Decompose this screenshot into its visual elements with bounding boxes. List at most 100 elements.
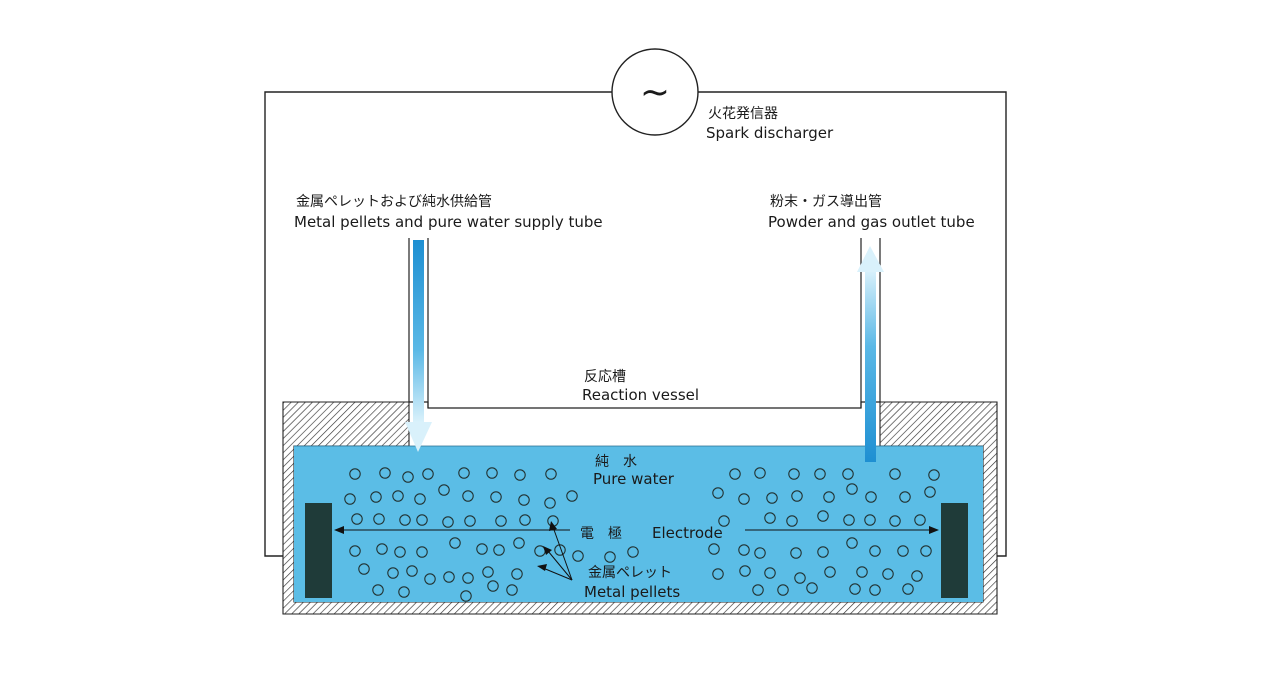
- pellet-26: [712, 487, 724, 499]
- pellet-2: [379, 467, 391, 479]
- pellet-63: [604, 551, 616, 563]
- pellet-12: [814, 468, 826, 480]
- pellet-81: [511, 568, 523, 580]
- pellet-53: [376, 543, 388, 555]
- pellet-79: [462, 572, 474, 584]
- pellet-23: [518, 494, 530, 506]
- pellet-13: [842, 468, 854, 480]
- pellet-11: [788, 468, 800, 480]
- electrode-right: [941, 503, 968, 598]
- pellet-41: [495, 515, 507, 527]
- pellet-77: [424, 573, 436, 585]
- pellet-92: [460, 590, 472, 602]
- pellet-97: [806, 582, 818, 594]
- pellet-55: [416, 546, 428, 558]
- pellet-76: [406, 565, 418, 577]
- pellet-69: [817, 546, 829, 558]
- pellet-30: [823, 491, 835, 503]
- pellet-29: [791, 490, 803, 502]
- pellet-72: [897, 545, 909, 557]
- pellet-40: [464, 515, 476, 527]
- pure-water-label-ja: 純 水: [595, 454, 637, 470]
- pellet-46: [786, 515, 798, 527]
- spark-discharger-label-en: Spark discharger: [706, 124, 834, 142]
- pellet-57: [476, 543, 488, 555]
- reaction-vessel-label-ja: 反応槽: [584, 369, 626, 385]
- pellet-51: [914, 514, 926, 526]
- pellet-42: [519, 514, 531, 526]
- pellet-49: [864, 514, 876, 526]
- outlet-tube-label-en: Powder and gas outlet tube: [768, 213, 975, 231]
- pellet-93: [487, 580, 499, 592]
- pellet-87: [856, 566, 868, 578]
- pellet-14: [889, 468, 901, 480]
- pellet-5: [458, 467, 470, 479]
- pellet-38: [416, 514, 428, 526]
- pure-water-label-en: Pure water: [593, 470, 675, 488]
- supply-tube-label-ja: 金属ペレットおよび純水供給管: [296, 194, 492, 210]
- pellet-47: [817, 510, 829, 522]
- pellet-27: [738, 493, 750, 505]
- pellet-88: [882, 568, 894, 580]
- pellet-82: [712, 568, 724, 580]
- pellet-54: [394, 546, 406, 558]
- pellet-66: [738, 544, 750, 556]
- pellet-58: [493, 544, 505, 556]
- pellet-74: [358, 563, 370, 575]
- pellet-94: [506, 584, 518, 596]
- outlet-flow-arrow: [857, 246, 884, 462]
- pellet-61: [554, 544, 566, 556]
- pellet-35: [351, 513, 363, 525]
- pellet-90: [372, 584, 384, 596]
- pellet-22: [490, 491, 502, 503]
- pellet-78: [443, 571, 455, 583]
- pellet-70: [846, 537, 858, 549]
- pellet-86: [824, 566, 836, 578]
- pellet-91: [398, 586, 410, 598]
- pellet-100: [902, 583, 914, 595]
- electrode-label-ja: 電 極: [580, 526, 622, 542]
- pellet-33: [899, 491, 911, 503]
- pellet-80: [482, 566, 494, 578]
- pellet-62: [572, 550, 584, 562]
- pellet-73: [920, 545, 932, 557]
- outlet-tube-label-ja: 粉末・ガス導出管: [770, 194, 882, 210]
- pellet-44: [718, 515, 730, 527]
- pellet-3: [402, 471, 414, 483]
- pellet-98: [849, 583, 861, 595]
- pellet-83: [739, 565, 751, 577]
- metal-pellets: [344, 467, 940, 602]
- pellet-25: [566, 490, 578, 502]
- pellet-4: [422, 468, 434, 480]
- pellet-95: [752, 584, 764, 596]
- pellet-16: [344, 493, 356, 505]
- pellet-96: [777, 584, 789, 596]
- spark-discharger-symbol: ~: [640, 72, 670, 113]
- pellet-20: [438, 484, 450, 496]
- pellet-71: [869, 545, 881, 557]
- pellet-56: [449, 537, 461, 549]
- electrode-leader-left: [334, 526, 570, 534]
- pellet-39: [442, 516, 454, 528]
- pellet-8: [545, 468, 557, 480]
- pellet-37: [399, 514, 411, 526]
- pellet-99: [869, 584, 881, 596]
- pellet-75: [387, 567, 399, 579]
- pellet-24: [544, 497, 556, 509]
- pellet-21: [462, 490, 474, 502]
- pellet-52: [349, 545, 361, 557]
- reaction-vessel-lid: [409, 401, 880, 409]
- pellet-leader-lines: [537, 521, 573, 581]
- pellet-59: [513, 537, 525, 549]
- pellet-34: [924, 486, 936, 498]
- pellet-64: [627, 546, 639, 558]
- pellet-17: [370, 491, 382, 503]
- supply-flow-arrow: [405, 240, 432, 452]
- pellet-7: [514, 469, 526, 481]
- pellet-65: [708, 543, 720, 555]
- pellet-28: [766, 492, 778, 504]
- spark-discharger-label-ja: 火花発信器: [708, 106, 778, 122]
- pellet-67: [754, 547, 766, 559]
- spark-discharger-icon: [611, 48, 699, 136]
